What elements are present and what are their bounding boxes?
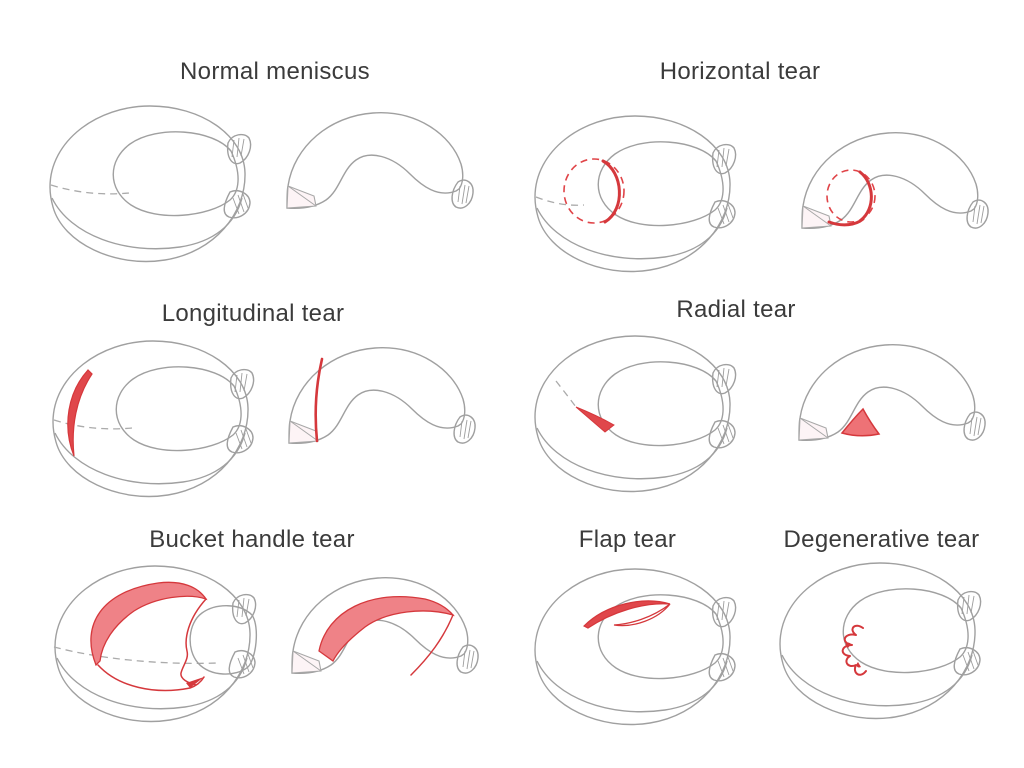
panel-title: Normal meniscus [180,58,370,85]
bucket-handle-tear-top-view-illustration [53,565,258,723]
horizontal-tear-marking [563,158,625,224]
panel-title: Bucket handle tear [149,526,355,553]
horizontal-tear-marking [826,169,876,227]
panel-title: Flap tear [578,526,677,553]
panel-normal-meniscus: Normal meniscus [30,58,520,290]
longitudinal-tear-top-view-illustration [52,340,255,498]
panel-title: Degenerative tear [783,526,980,553]
degenerative-tear-top-view-illustration [779,562,982,720]
meniscus-horns [228,593,257,679]
longitudinal-tear-marking [314,357,324,443]
panel-degenerative-tear: Degenerative tear [759,526,1004,766]
normal-meniscus-top-view-illustration [49,105,252,263]
radial-tear-section-view-illustration [798,344,986,442]
hidden-edge-dashed-line [535,196,585,206]
hidden-edge-dashed-line [50,184,130,195]
panel-title: Longitudinal tear [161,300,345,327]
radial-tear-marking [840,407,881,437]
longitudinal-tear-section-view-illustration [288,347,476,445]
panel-title: Horizontal tear [659,58,821,85]
horizontal-tear-section-view-illustration [801,132,989,230]
bucket-handle-tear-marking [90,581,208,692]
panel-title: Radial tear [676,296,796,323]
panel-longitudinal-tear: Longitudinal tear [8,300,498,525]
horizontal-tear-top-view-illustration [534,115,737,273]
degenerative-tear-marking [841,624,867,676]
panel-bucket-handle-tear: Bucket handle tear [7,526,497,766]
panel-flap-tear: Flap tear [505,526,750,766]
flap-tear-marking [582,600,671,629]
hidden-edge-dashed-line [53,419,133,430]
normal-meniscus-section-view-illustration [286,112,474,210]
bucket-handle-tear-section-view-illustration [291,577,479,676]
displaced-opening [189,605,258,675]
longitudinal-tear-marking [67,369,93,457]
radial-tear-marking [575,406,615,433]
panel-horizontal-tear: Horizontal tear [495,58,989,290]
flap-tear-top-view-illustration [534,568,737,726]
panel-radial-tear: Radial tear [491,296,986,524]
radial-tear-top-view-illustration [534,335,737,493]
hidden-edge-dashed-line [555,380,577,408]
bucket-handle-tear-marking [318,595,455,676]
